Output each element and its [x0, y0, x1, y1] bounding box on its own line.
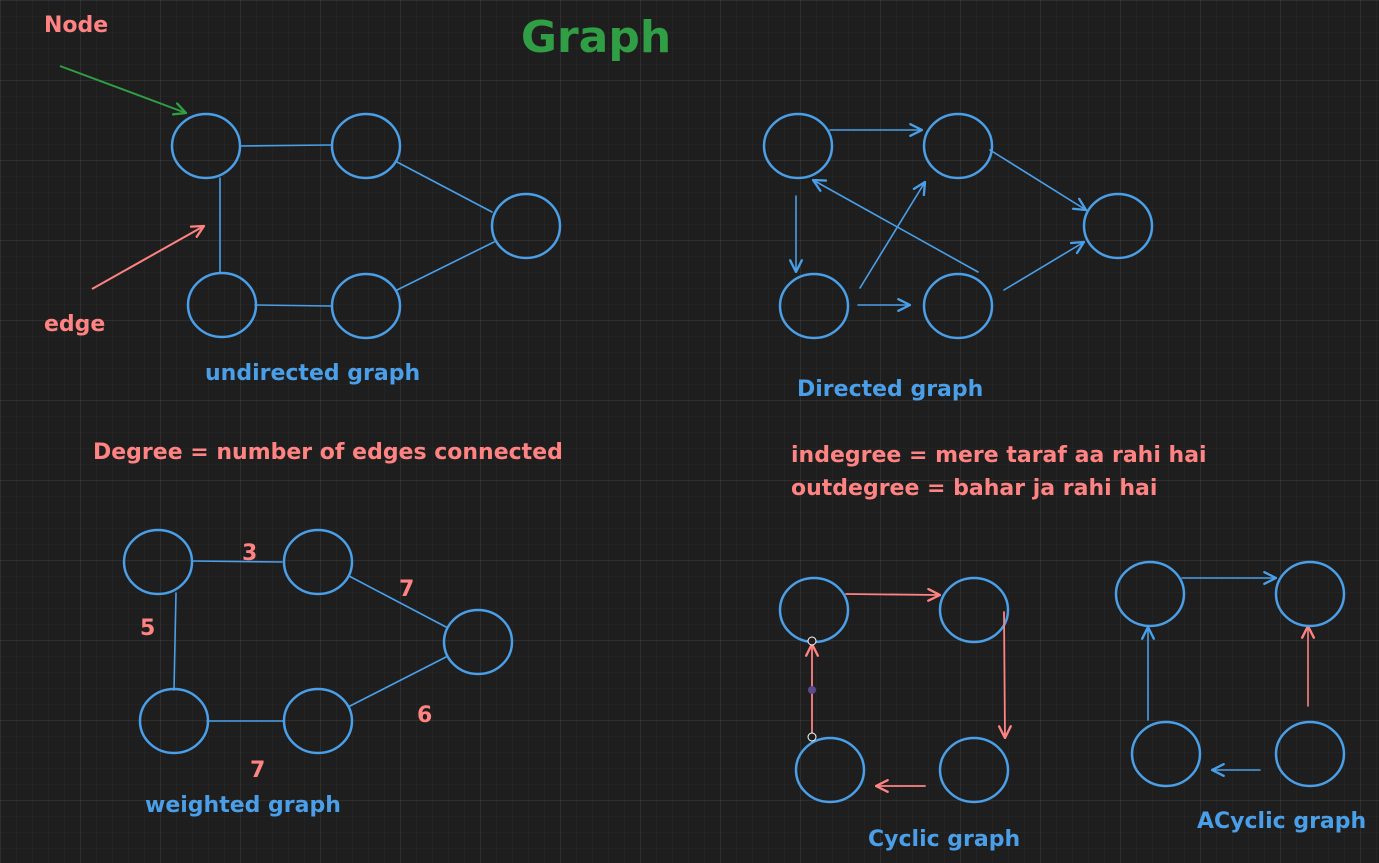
weighted-edge — [173, 592, 177, 691]
graph-node — [1082, 192, 1154, 260]
graph-node — [922, 272, 994, 340]
graph-node — [330, 272, 402, 340]
undirected-graph-label: undirected graph — [205, 361, 420, 386]
graph-node — [186, 271, 258, 339]
graph-node — [490, 192, 562, 260]
edge-annotation: edge — [44, 312, 105, 337]
weighted-edge — [349, 656, 447, 707]
edge-weight: 7 — [399, 577, 414, 602]
edge-weight: 5 — [140, 616, 155, 641]
graph-node — [282, 528, 354, 596]
page-title: Graph — [521, 12, 671, 63]
graph-node — [794, 736, 866, 804]
graph-node — [778, 272, 850, 340]
directed-edge — [989, 149, 1088, 212]
graph-node — [138, 687, 210, 755]
graph-node — [762, 112, 834, 180]
graph-node — [122, 528, 194, 596]
graph-node — [922, 112, 994, 180]
undirected-edge — [254, 304, 332, 307]
cyclic-edge — [997, 611, 1012, 740]
edge-handle — [807, 636, 817, 646]
graph-node — [330, 112, 402, 180]
acyclic-graph — [1114, 560, 1346, 788]
weighted-edge — [191, 560, 283, 563]
node-annotation: Node — [44, 13, 108, 38]
acyclic-graph-label: ACyclic graph — [1197, 809, 1366, 834]
indegree-note: indegree = mere taraf aa rahi hai — [791, 443, 1207, 468]
edge-weight: 7 — [250, 758, 265, 783]
graph-node — [938, 576, 1010, 644]
degree-note: Degree = number of edges connected — [93, 440, 563, 465]
cyclic-edges — [805, 587, 1012, 793]
graph-node — [1114, 560, 1186, 628]
graph-node — [442, 608, 514, 676]
graph-node — [170, 112, 242, 180]
weighted-edge — [348, 575, 447, 628]
edge-weight: 3 — [242, 541, 257, 566]
graph-node — [282, 687, 354, 755]
undirected-graph — [170, 112, 562, 340]
graph-node — [1274, 560, 1346, 628]
weighted-graph-label: weighted graph — [145, 793, 341, 818]
directed-edge — [811, 178, 979, 273]
edge-handle — [807, 732, 817, 742]
directed-graph-label: Directed graph — [797, 377, 983, 402]
directed-edge — [1003, 240, 1086, 291]
graph-node — [778, 576, 850, 644]
weighted-graph — [122, 528, 514, 755]
edge-weight: 6 — [417, 703, 432, 728]
directed-edge — [859, 180, 927, 289]
directed-graph — [762, 112, 1154, 340]
graph-node — [1130, 720, 1202, 788]
cyclic-graph-label: Cyclic graph — [868, 827, 1020, 852]
undirected-edge — [396, 241, 495, 291]
graph-node — [938, 736, 1010, 804]
undirected-edge — [239, 144, 332, 147]
outdegree-note: outdegree = bahar ja rahi hai — [791, 476, 1157, 501]
cyclic-edge — [845, 587, 942, 602]
node-pointer-arrow — [59, 65, 188, 116]
graph-node — [1274, 720, 1346, 788]
edge-handle — [808, 686, 816, 694]
edge-pointer-arrow — [91, 224, 206, 290]
undirected-edge — [396, 161, 493, 213]
